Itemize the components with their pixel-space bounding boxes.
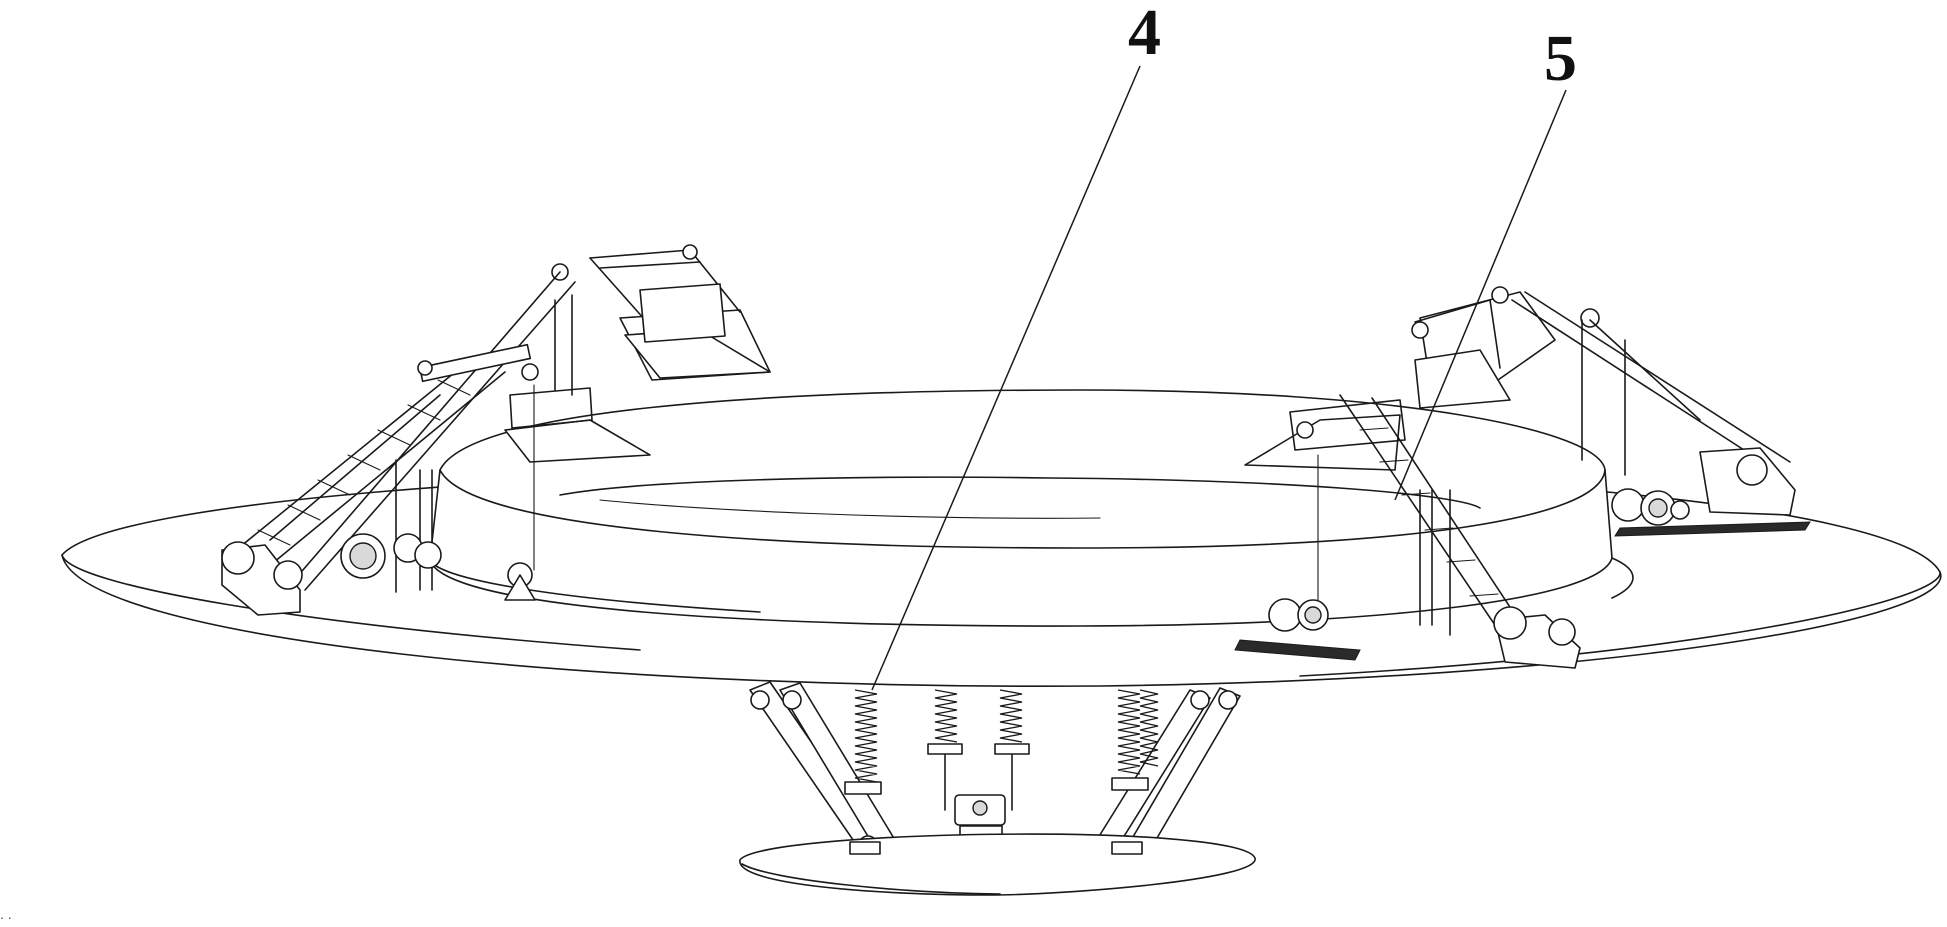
leader-line-5: [1394, 89, 1567, 501]
leader-line-4: [871, 65, 1141, 691]
support-springs: [844, 689, 1159, 811]
callout-label-4: 4: [1128, 0, 1161, 69]
corner-mark: . .: [0, 906, 12, 922]
left-gear-wheels: [340, 533, 536, 601]
right-ladder-conveyor: [1339, 291, 1796, 669]
left-hopper-assembly: [504, 244, 771, 463]
callout-leaders: [871, 65, 1567, 691]
center-hinge: [954, 794, 1006, 837]
left-spring-rods: [395, 294, 573, 593]
right-spring-rods: [1317, 319, 1626, 636]
callout-label-5: 5: [1544, 22, 1577, 95]
right-gear-wheels: [1234, 488, 1811, 661]
bottom-base: [739, 833, 1256, 896]
left-ladder-conveyor: [221, 271, 576, 616]
inner-ring: [429, 389, 1634, 627]
